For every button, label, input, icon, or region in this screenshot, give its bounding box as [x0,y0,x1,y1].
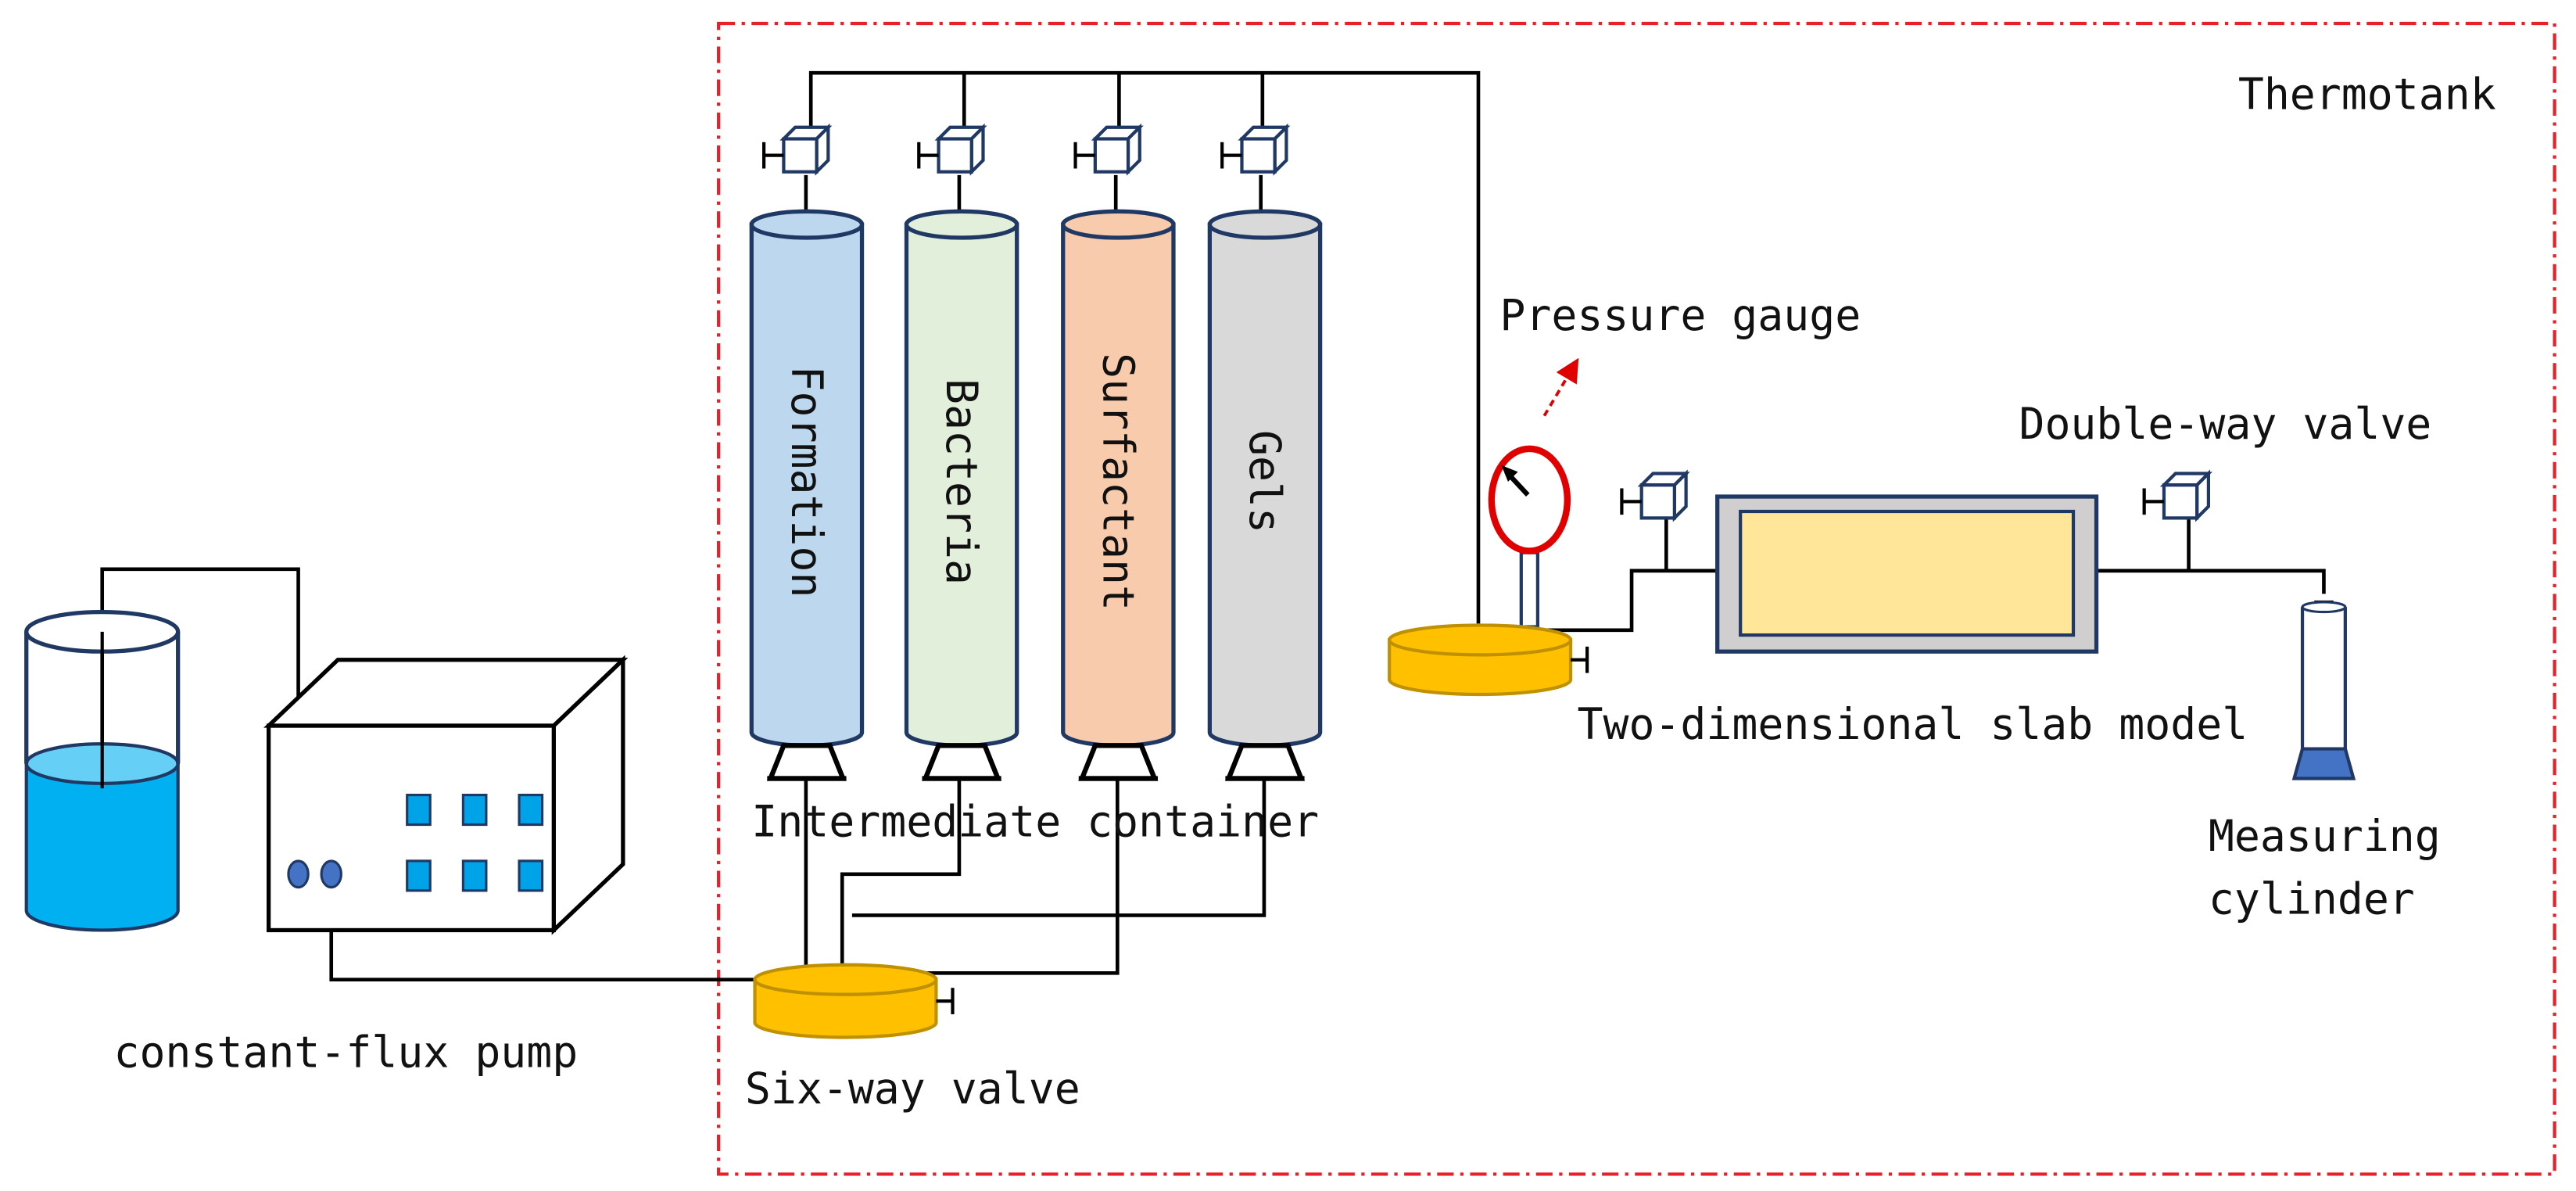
measuring-cylinder-label-line1: Measuring [2209,811,2441,861]
water-beaker [24,609,181,932]
pressure-gauge-label: Pressure gauge [1499,290,1861,340]
container-gels: Gels [1207,123,1323,781]
container-valve-surfactant [1073,123,1144,176]
measuring-cylinder-label-line2: cylinder [2209,874,2415,924]
pump-inlet-port [287,859,310,889]
container-label-surfactant: Surfactant [1093,353,1143,611]
inlet-valve [1388,623,1589,697]
container-surfactant: Surfactant [1061,123,1176,781]
measuring-cylinder [2291,600,2356,780]
intermediate-container-label: Intermediate container [751,796,1319,846]
pressure-gauge [1488,445,1571,629]
thermotank-label: Thermotank [2238,70,2496,120]
constant-flux-pump-label: constant-flux pump [113,1027,578,1077]
pump-control-buttons [406,794,544,892]
container-bacteria: Bacteria [904,123,1019,781]
container-label-bacteria: Bacteria [937,378,987,585]
double-way-valve-left-body [1620,469,1690,522]
pressure-gauge-pointer-arrow [1542,357,1579,417]
pump-outlet-port [320,859,342,889]
two-dimensional-slab-model [1715,494,2099,654]
container-label-gels: Gels [1240,430,1290,533]
two-dimensional-slab-model-label: Two-dimensional slab model [1577,699,2248,749]
container-valve-bacteria [917,123,987,176]
constant-flux-pump [263,655,629,935]
container-valve-formation [762,123,833,176]
piping [100,70,2326,982]
six-way-valve-label: Six-way valve [745,1064,1080,1114]
container-formation: Formation [749,123,865,781]
container-valve-gels [1220,123,1291,176]
intermediate-containers: Formation Bacteria Surfactant Gels [749,123,1323,781]
container-label-formation: Formation [782,366,832,598]
double-way-valve-left [1620,469,1690,522]
double-way-valve-label: Double-way valve [2019,399,2431,449]
thermotank-boundary [717,21,2556,1176]
six-way-valve [753,963,955,1039]
double-way-valve-right [2142,469,2212,522]
double-way-valve-right-body [2142,469,2212,522]
